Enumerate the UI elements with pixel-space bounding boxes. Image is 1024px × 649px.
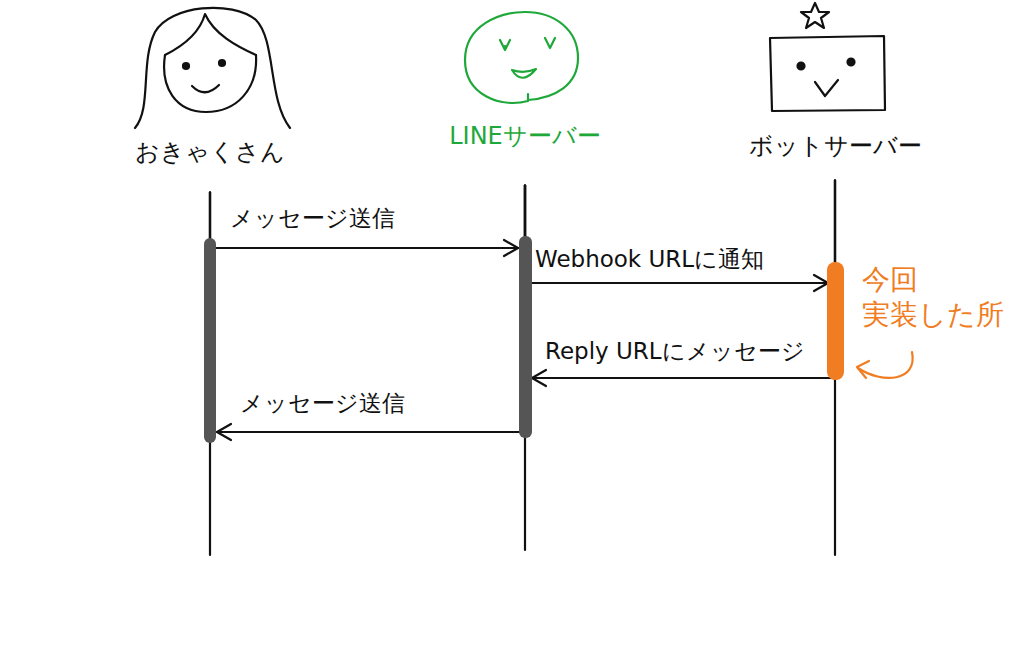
activation-bar	[827, 262, 844, 380]
eye	[500, 40, 510, 50]
bot-server-figure	[770, 3, 885, 111]
arrow-head	[532, 370, 546, 386]
message-label: メッセージ送信	[240, 388, 405, 419]
eye	[545, 38, 555, 48]
participant-box: おきゃくさん	[130, 0, 290, 192]
message-arrow	[525, 180, 835, 386]
message-arrow	[525, 180, 835, 291]
mouth	[512, 69, 536, 78]
activation-bar	[204, 238, 216, 443]
smile	[192, 85, 219, 92]
line-server-figure	[465, 12, 578, 103]
message-label: メッセージ送信	[230, 203, 395, 234]
arrow-head	[217, 424, 231, 440]
eye	[798, 63, 805, 70]
hair-bangs	[165, 14, 256, 55]
participant-box: ボットサーバー	[745, 0, 925, 180]
arrow-head	[814, 275, 828, 291]
lifelines	[210, 180, 835, 555]
customer-figure	[135, 8, 290, 128]
arrow-head	[857, 361, 869, 378]
smile	[815, 80, 838, 96]
participant-box: LINEサーバー	[445, 0, 605, 185]
message-label: Reply URLにメッセージ	[545, 336, 805, 367]
eye	[219, 60, 225, 66]
lifeline	[834, 180, 836, 555]
message-label: Webhook URLに通知	[535, 244, 764, 275]
face-outline	[164, 55, 256, 112]
message-line	[210, 185, 525, 432]
leader-line	[858, 352, 913, 378]
participant-name: LINEサーバー	[449, 120, 601, 152]
eye	[183, 63, 189, 69]
annotation-note: 今回 実装した所	[862, 262, 1022, 332]
hair-outline	[135, 8, 290, 128]
star	[801, 3, 829, 28]
eye	[848, 59, 855, 66]
participant-name: ボットサーバー	[749, 130, 922, 162]
message-line	[525, 180, 835, 283]
lifeline	[209, 192, 211, 555]
activation-bar	[519, 236, 532, 438]
participant-name: おきゃくさん	[135, 136, 285, 168]
message-line	[525, 180, 835, 378]
bot-head	[770, 36, 885, 111]
arrow-head	[504, 240, 518, 256]
message-arrow	[210, 185, 525, 440]
note-pointer	[857, 352, 913, 378]
message-arrow	[210, 185, 525, 256]
lifeline	[524, 185, 526, 550]
message-line	[210, 185, 525, 248]
speech-bubble	[465, 12, 578, 103]
